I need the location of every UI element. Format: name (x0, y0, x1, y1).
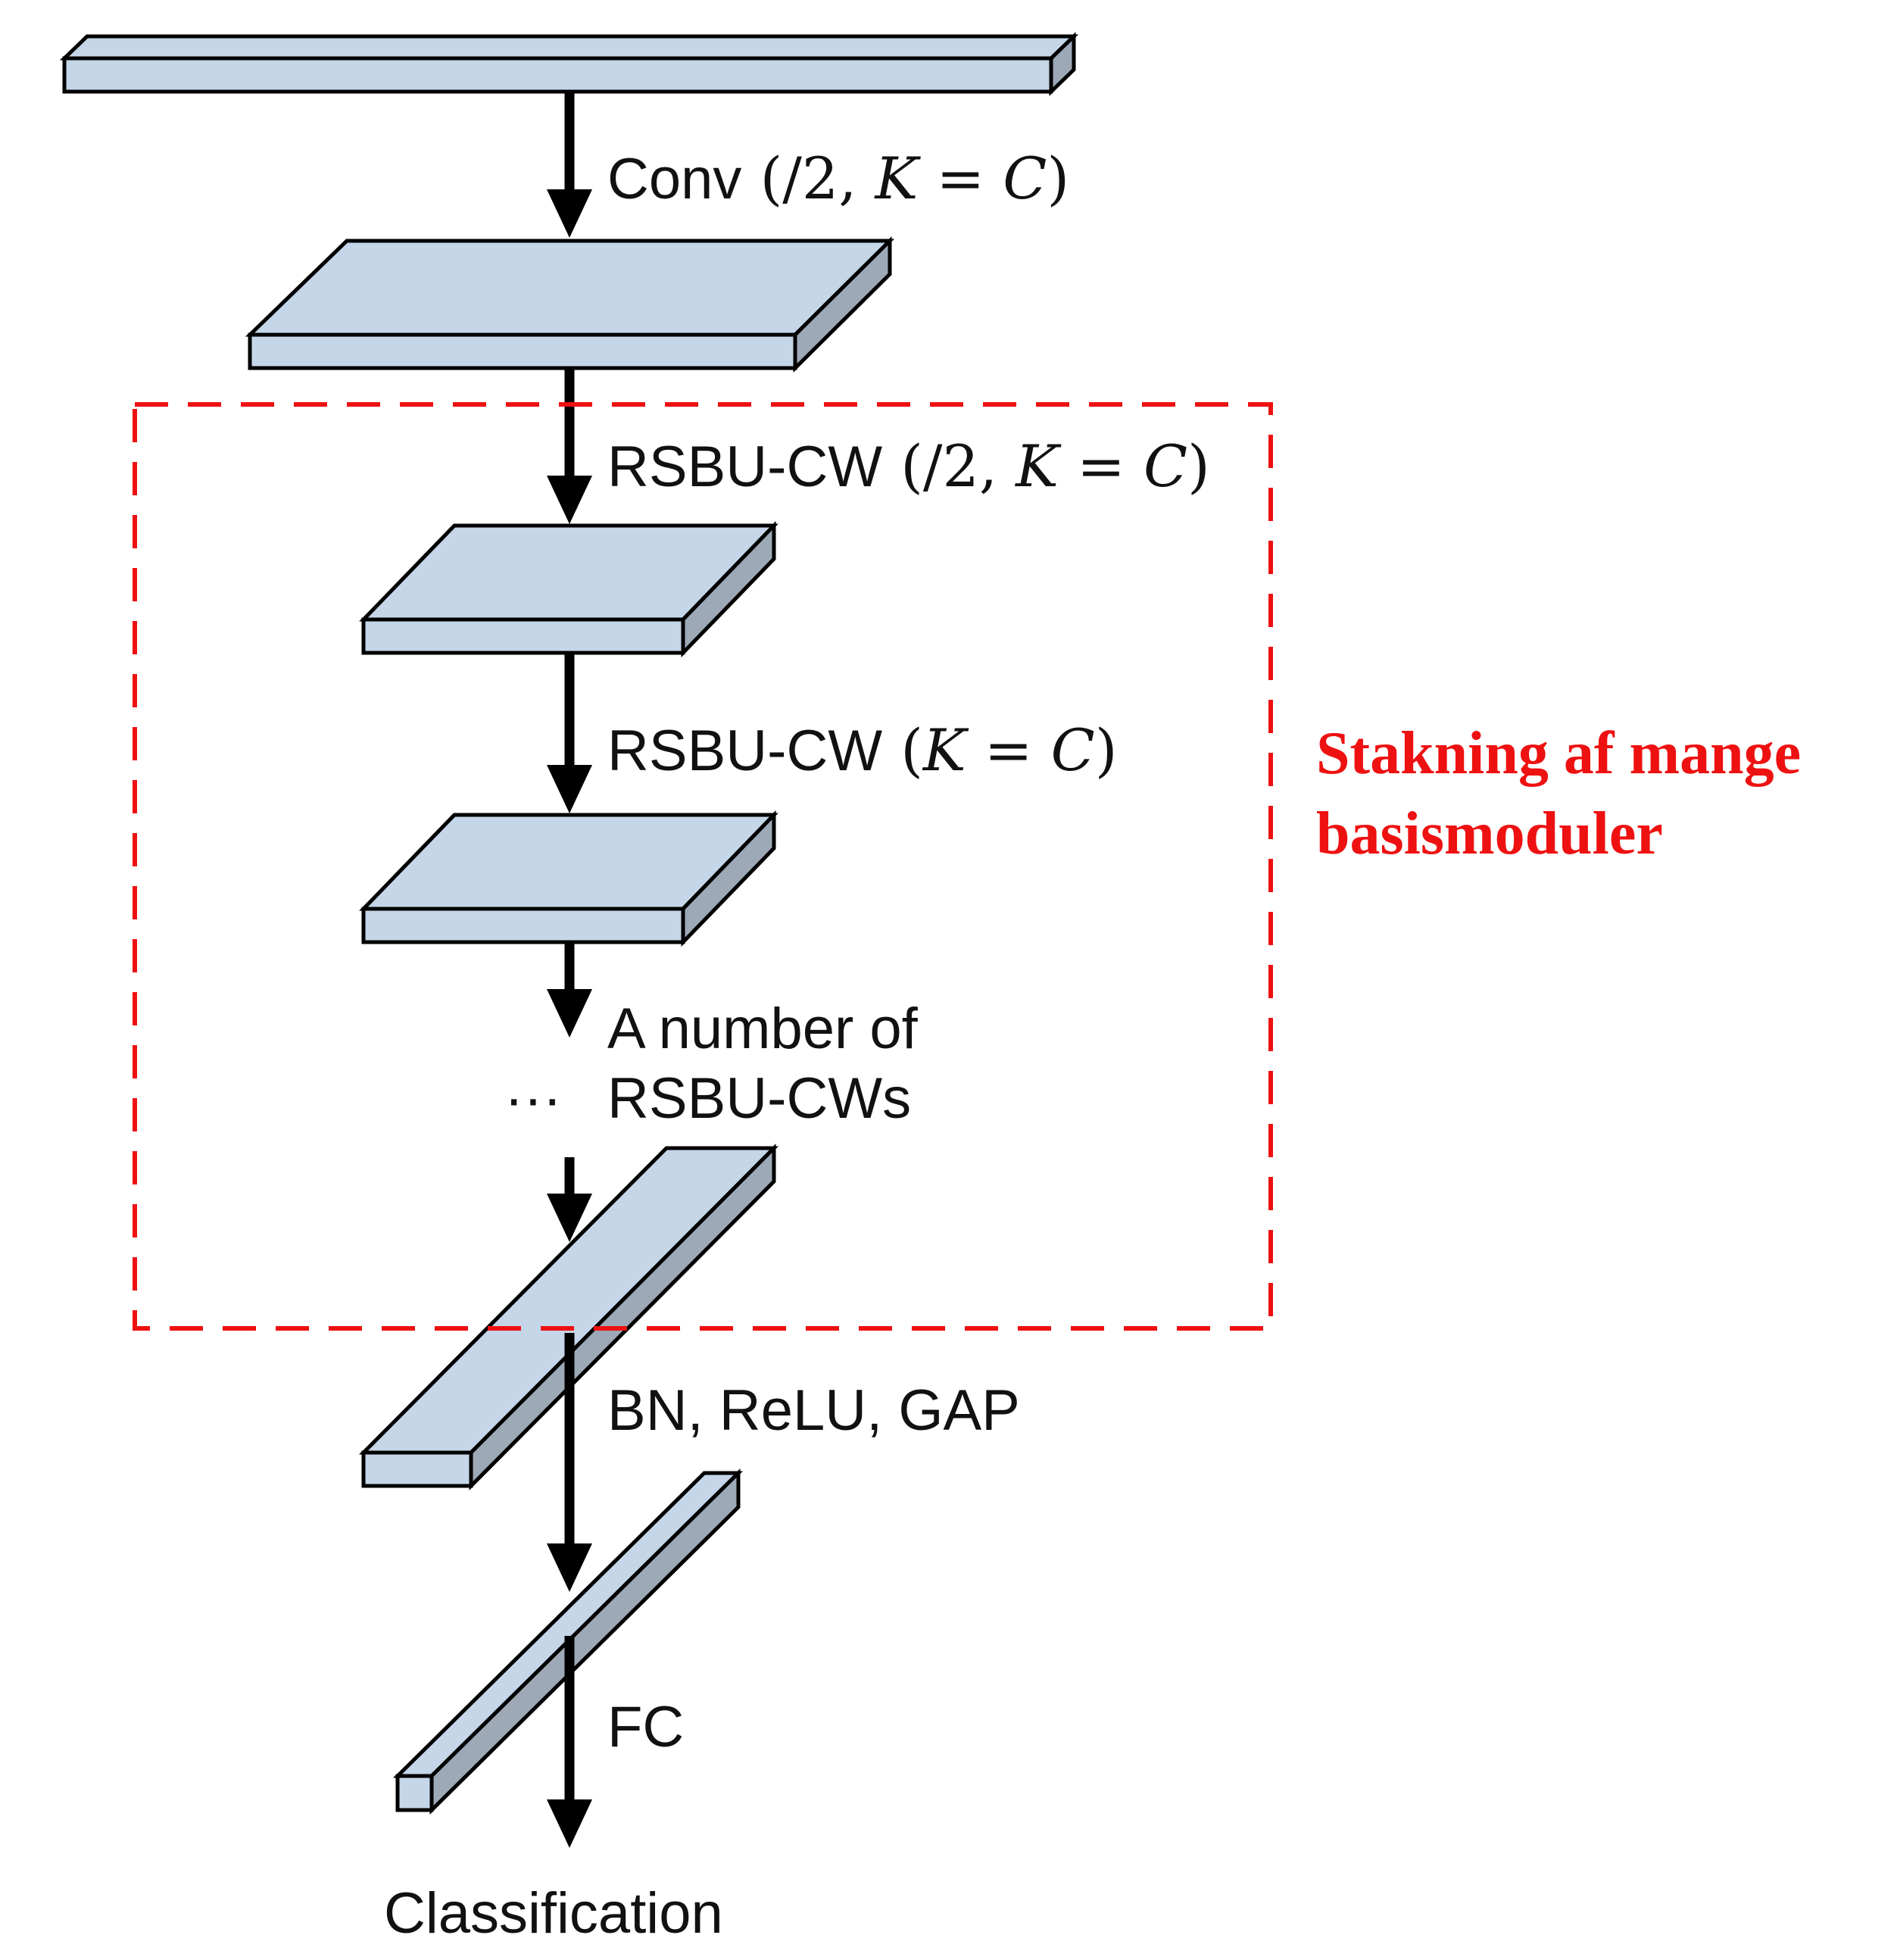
arrow-bn-relu-gap (547, 1333, 592, 1592)
arrow-into-deep-block (547, 1157, 592, 1242)
rsbu-cw-downsample-output-block (359, 520, 778, 658)
rsbu-cw-output-block (359, 810, 778, 947)
fc-label: FC (607, 1695, 684, 1759)
many-rsbu-cws-label-line2: RSBU-CWs (607, 1066, 911, 1131)
bn-relu-gap-label: BN, ReLU, GAP (607, 1378, 1020, 1443)
pooled-vector-block (392, 1468, 744, 1815)
classification-label: Classification (384, 1881, 723, 1946)
arrow-rsbu-cw-downsample (547, 368, 592, 524)
rsbu-cw-label: RSBU-CW (K = C) (607, 716, 1117, 784)
ellipsis: ··· (504, 1066, 562, 1131)
stacking-note-line1: Stakning af mange (1316, 720, 1801, 787)
conv-label: Conv (/2, K = C) (607, 145, 1069, 212)
stacking-bracket (133, 402, 1273, 1331)
rsbu-cw-downsample-label: RSBU-CW (/2, K = C) (607, 432, 1210, 500)
many-rsbu-cws-label-line1: A number of (607, 997, 919, 1061)
arrow-many-rsbu-cws (547, 942, 592, 1038)
arrow-fc (547, 1636, 592, 1848)
arrow-rsbu-cw (547, 653, 592, 813)
stacking-note-line2: basismoduler (1316, 801, 1663, 867)
arrow-conv (547, 92, 592, 238)
deep-feature-block (358, 1143, 779, 1491)
input-feature-block (59, 32, 1079, 96)
conv-output-block (245, 236, 895, 373)
